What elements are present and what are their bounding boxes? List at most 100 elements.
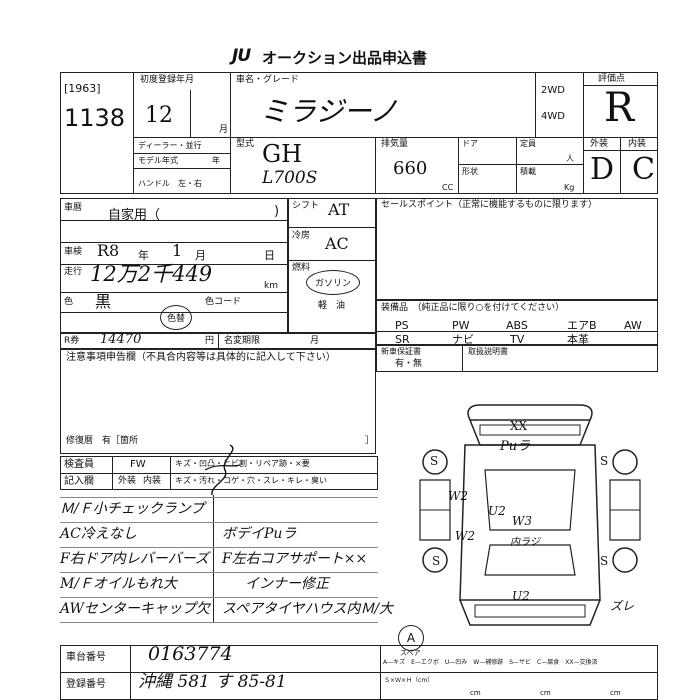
handle-label: ハンドル 左・右: [138, 179, 202, 188]
remark-left-4: M/Ｆオイルもれ大: [60, 576, 178, 592]
repair-label: 修復暦 有［箇所: [66, 436, 139, 446]
load-label: 積載: [520, 167, 536, 176]
ext-grade-value: D: [590, 152, 615, 187]
remark-right-1: ボデイPuラ: [222, 526, 297, 542]
equip-ps: PS: [395, 319, 409, 332]
warranty-label: 新車保証書: [381, 347, 421, 356]
mileage-value: 12万2千449: [90, 262, 213, 286]
fuel-gasoline: ガソリン: [306, 270, 361, 295]
measure-label: Ｓ×Ｗ×Ｈ（cm）: [384, 677, 434, 684]
reg-number-label: 登録番号: [66, 679, 106, 690]
person-label: 人: [566, 154, 574, 163]
frame-number-value: 0163774: [148, 643, 233, 665]
diag-mark-zure: ズレ: [610, 599, 635, 613]
sales-point-section: [376, 198, 658, 300]
displacement-value: 660: [393, 158, 428, 179]
fw-label: FW: [130, 459, 146, 470]
rating-label: 評価点: [598, 74, 626, 84]
capacity-label: 定員: [520, 139, 536, 148]
km-label: km: [264, 281, 278, 291]
color-code-label: 色コード: [205, 297, 242, 307]
lot-number: 1138: [64, 104, 126, 132]
diag-mark-w2-2: W2: [455, 529, 475, 543]
model-label: 型式: [236, 139, 255, 149]
auction-logo: JU: [232, 46, 251, 66]
first-reg-label: 初度登録年月: [140, 75, 195, 85]
ext-marks: キズ・凹凸・ヒビ割・リペア跡・×要: [175, 459, 310, 468]
equip-tv: TV: [510, 333, 525, 346]
shift-ac-fuel-section: [288, 198, 376, 333]
equipment-section: [376, 300, 658, 345]
remark-left-5: AWセンターキャップ欠: [60, 601, 210, 617]
recycle-value: 14470: [100, 332, 142, 347]
remark-left-2: AC冷えなし: [60, 526, 137, 542]
shift-label: シフト: [292, 201, 320, 211]
diag-mark-u2-2: U2: [512, 589, 530, 603]
title-change-label: 名変期限: [224, 336, 261, 346]
damage-legend: A—キズ E—エクボ U—凹み W—補修跡 S—サビ C—腐食 XX—交換済: [383, 659, 598, 666]
int-short: 内装: [143, 476, 162, 486]
remark-left-3: F右ドア内レバーバーズ: [60, 551, 209, 567]
remark-right-2: F左右コアサポート××: [222, 551, 368, 567]
car-name-label: 車名・グレード: [236, 75, 300, 85]
manual-label: 取扱説明書: [468, 347, 508, 356]
cm-3: cm: [610, 689, 621, 697]
diag-mark-w3: W3: [512, 514, 532, 528]
equip-leather: 本革: [567, 333, 589, 346]
fuel-label: 燃料: [292, 263, 311, 273]
ac-value: AC: [325, 234, 349, 253]
equip-airbag: エアB: [567, 319, 597, 332]
sales-point-label: セールスポイント（正常に機能するものに限ります）: [381, 200, 598, 210]
history-label: 車暦: [64, 203, 83, 213]
diag-mark-inner: 内ラジ: [510, 537, 540, 548]
fuel-diesel: 軽 油: [318, 301, 346, 311]
shape-label: 形状: [462, 167, 478, 176]
displacement-label: 排気量: [381, 139, 409, 149]
rating-value: R: [604, 85, 635, 131]
diag-mark-s-4: S: [600, 554, 609, 568]
kg-label: Kg: [564, 183, 575, 192]
int-grade-value: C: [632, 152, 655, 187]
history-value: 自家用（: [108, 208, 161, 223]
inspection-month-char: 月: [195, 249, 206, 262]
int-marks: キズ・汚れ・コゲ・穴・スレ・キレ・臭い: [175, 476, 327, 485]
month-label: 月: [219, 125, 229, 135]
equip-aw: AW: [624, 319, 642, 332]
form-title: オークション出品申込書: [262, 49, 428, 67]
warranty-section: [376, 345, 658, 372]
spare-icon: A: [398, 625, 424, 651]
model-value-1: GH: [262, 140, 303, 168]
shift-value: AT: [328, 200, 350, 219]
equip-navi: ナビ: [452, 333, 474, 346]
diag-mark-u2-1: U2: [488, 504, 506, 518]
lot-code: [1963]: [64, 82, 101, 95]
cm-2: cm: [540, 689, 551, 697]
remark-right-3: インナー修正: [245, 576, 329, 592]
color-change: 色替: [160, 305, 193, 330]
inspection-day-char: 日: [264, 249, 275, 262]
equip-pw: PW: [452, 319, 470, 332]
inspector-scribble: [204, 444, 241, 496]
history-section: [60, 198, 288, 333]
recorder-label: 記入欄: [64, 476, 94, 487]
repair-close: ］: [365, 436, 375, 446]
inspector-label: 検査員: [64, 459, 94, 470]
drive-2wd: 2WD: [541, 85, 565, 96]
color-label: 色: [64, 297, 74, 307]
remark-left-1: Ｍ/Ｆ小チェックランプ: [60, 501, 205, 517]
diag-mark-s-3: S: [432, 554, 441, 568]
color-value: 黒: [95, 292, 112, 311]
notes-section: [60, 349, 376, 454]
inspection-label: 車検: [64, 247, 83, 257]
spare-label: スペア: [400, 649, 421, 657]
int-label: 内装: [628, 139, 647, 149]
mileage-label: 走行: [64, 267, 83, 277]
recycle-yen: 円: [205, 336, 215, 346]
ac-label: 冷房: [292, 231, 311, 241]
notes-label: 注意事項申告欄（不具合内容等は具体的に記入して下さい）: [66, 352, 336, 363]
reg-number-value: 沖縄 581 す 85-81: [138, 672, 287, 692]
equipment-label: 装備品 （純正品に限り○を付けてください）: [381, 303, 565, 313]
diag-mark-s-2: S: [600, 454, 609, 468]
diag-mark-w2-1: W2: [448, 489, 468, 503]
recycle-label: R券: [64, 336, 80, 346]
